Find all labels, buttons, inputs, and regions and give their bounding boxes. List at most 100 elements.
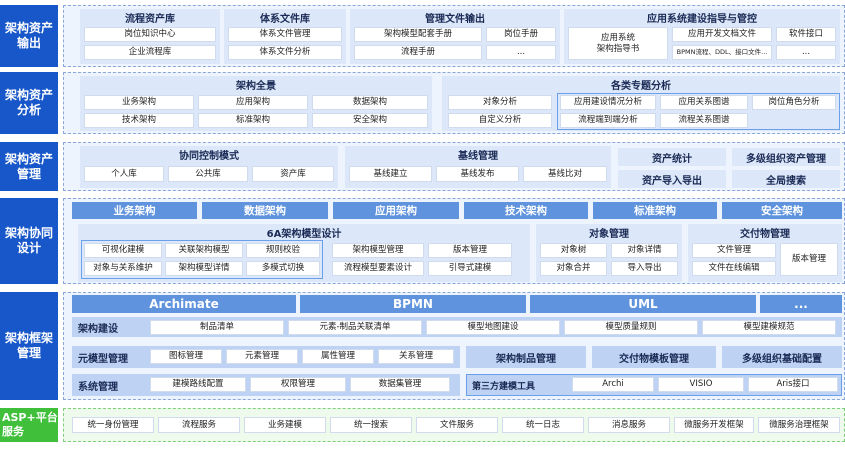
domain-technology-architecture[interactable]: 技术架构 (464, 202, 588, 219)
item-box[interactable]: 岗位手册 (486, 27, 556, 42)
item-box[interactable]: 可视化建模 (84, 243, 162, 258)
item-box[interactable]: 技术架构 (84, 113, 194, 128)
item-box[interactable]: 多模式切换 (246, 261, 320, 276)
item-box[interactable]: 版本管理 (428, 243, 512, 258)
group-title: 对象管理 (589, 228, 629, 240)
item-box[interactable]: 架构模型管理 (332, 243, 424, 258)
item-box[interactable]: 体系文件分析 (228, 45, 342, 60)
platform-item[interactable]: 统一身份管理 (72, 417, 154, 433)
item-box[interactable]: Aris接口 (748, 377, 838, 392)
item-box[interactable]: 应用关系图谱 (660, 95, 748, 110)
item-box[interactable]: 制品清单 (150, 320, 284, 335)
item-box[interactable]: 业务架构 (84, 95, 194, 110)
item-box[interactable]: 版本管理 (780, 243, 838, 276)
group-title: 管理文件输出 (425, 13, 485, 25)
domain-data-architecture[interactable]: 数据架构 (202, 202, 328, 219)
item-box[interactable]: 权限管理 (250, 377, 346, 392)
item-box[interactable]: 元素管理 (226, 349, 298, 364)
asset-statistics[interactable]: 资产统计 (618, 148, 726, 166)
platform-item[interactable]: 统一日志 (502, 417, 584, 433)
item-box[interactable]: 流程关系图谱 (660, 113, 748, 128)
platform-item[interactable]: 业务建模 (244, 417, 326, 433)
item-box[interactable]: Archi (572, 377, 654, 392)
item-box[interactable]: BPMN流程、DDL、接口文件... (672, 45, 772, 60)
item-box[interactable]: 数据架构 (312, 95, 428, 110)
multi-org-base-config[interactable]: 多级组织基础配置 (722, 346, 842, 368)
platform-item[interactable]: 微服务治理框架 (758, 417, 840, 433)
item-box[interactable]: 模型地图建设 (426, 320, 560, 335)
item-box[interactable]: 标准架构 (198, 113, 308, 128)
item-box[interactable]: 图标管理 (150, 349, 222, 364)
highlight-frame (81, 240, 323, 279)
item-box[interactable]: 架构模型详情 (165, 261, 243, 276)
item-box[interactable]: 基线比对 (523, 166, 607, 182)
platform-item[interactable]: 文件服务 (416, 417, 498, 433)
global-search[interactable]: 全局搜索 (732, 170, 840, 188)
item-box[interactable]: 模型质量规则 (564, 320, 698, 335)
item-box[interactable]: 岗位知识中心 (84, 27, 216, 42)
item-box[interactable]: 对象与关系维护 (84, 261, 162, 276)
item-box[interactable]: ... (776, 45, 836, 60)
platform-item[interactable]: 微服务开发框架 (674, 417, 754, 433)
item-box[interactable]: 应用开发文档文件 (672, 27, 772, 42)
item-box[interactable]: 个人库 (84, 166, 164, 182)
deliverable-template-management[interactable]: 交付物模板管理 (592, 346, 716, 368)
item-box[interactable]: 关联架构模型 (165, 243, 243, 258)
item-box[interactable]: 对象详情 (611, 243, 678, 258)
artifact-management[interactable]: 架构制品管理 (466, 346, 586, 368)
asset-import-export[interactable]: 资产导入导出 (618, 170, 726, 188)
construction-title: 架构建设 (78, 323, 118, 335)
group-title: 架构全景 (236, 80, 276, 92)
item-box[interactable]: 自定义分析 (448, 113, 552, 128)
domain-application-architecture[interactable]: 应用架构 (333, 202, 459, 219)
item-box[interactable]: 资产库 (252, 166, 334, 182)
group-title: 流程资产库 (125, 13, 175, 25)
item-box[interactable]: VISIO (658, 377, 744, 392)
item-box[interactable]: 基线发布 (436, 166, 519, 182)
item-box[interactable]: 对象合并 (540, 261, 607, 276)
item-box[interactable]: 模型建模规范 (702, 320, 836, 335)
item-box[interactable]: ... (486, 45, 556, 60)
item-box[interactable]: 体系文件管理 (228, 27, 342, 42)
row-label-platform: ASP+平台 服务 (0, 408, 58, 442)
domain-security-architecture[interactable]: 安全架构 (722, 202, 842, 219)
item-box[interactable]: 应用系统 架构指导书 (568, 27, 668, 60)
item-box[interactable]: 岗位角色分析 (752, 95, 836, 110)
platform-item[interactable]: 流程服务 (158, 417, 240, 433)
item-box[interactable]: 安全架构 (312, 113, 428, 128)
item-box[interactable]: 企业流程库 (84, 45, 216, 60)
item-box[interactable]: 架构模型配套手册 (354, 27, 482, 42)
item-box[interactable]: 规则校验 (246, 243, 320, 258)
domain-business-architecture[interactable]: 业务架构 (72, 202, 197, 219)
item-box[interactable]: 流程手册 (354, 45, 482, 60)
item-box[interactable]: 对象分析 (448, 95, 552, 110)
item-box[interactable]: 基线建立 (349, 166, 432, 182)
multi-org-asset-management[interactable]: 多级组织资产管理 (732, 148, 840, 166)
item-box[interactable]: 文件在线编辑 (692, 261, 776, 276)
item-box[interactable]: 流程端到端分析 (560, 113, 656, 128)
standard-uml[interactable]: UML (530, 295, 756, 313)
item-box[interactable]: 对象树 (540, 243, 607, 258)
domain-standard-architecture[interactable]: 标准架构 (593, 202, 717, 219)
platform-item[interactable]: 统一搜索 (330, 417, 412, 433)
item-box[interactable]: 关系管理 (378, 349, 454, 364)
group-title: 交付物管理 (740, 228, 790, 240)
item-box[interactable]: 文件管理 (692, 243, 776, 258)
item-box[interactable]: 软件接口 (776, 27, 836, 42)
row-label-output: 架构资产 输出 (0, 5, 58, 67)
highlight-frame (557, 93, 840, 130)
item-box[interactable]: 元素-制品关联清单 (288, 320, 422, 335)
item-box[interactable]: 应用建设情况分析 (560, 95, 656, 110)
platform-item[interactable]: 消息服务 (588, 417, 670, 433)
item-box[interactable]: 数据集管理 (350, 377, 450, 392)
item-box[interactable]: 属性管理 (302, 349, 374, 364)
item-box[interactable]: 导入导出 (611, 261, 678, 276)
item-box[interactable]: 引导式建模 (428, 261, 512, 276)
item-box[interactable]: 建模路线配置 (150, 377, 246, 392)
standard-archimate[interactable]: Archimate (72, 295, 296, 313)
item-box[interactable]: 应用架构 (198, 95, 308, 110)
item-box[interactable]: 公共库 (168, 166, 248, 182)
standard-more[interactable]: ... (760, 295, 842, 313)
standard-bpmn[interactable]: BPMN (300, 295, 526, 313)
item-box[interactable]: 流程模型要素设计 (332, 261, 424, 276)
